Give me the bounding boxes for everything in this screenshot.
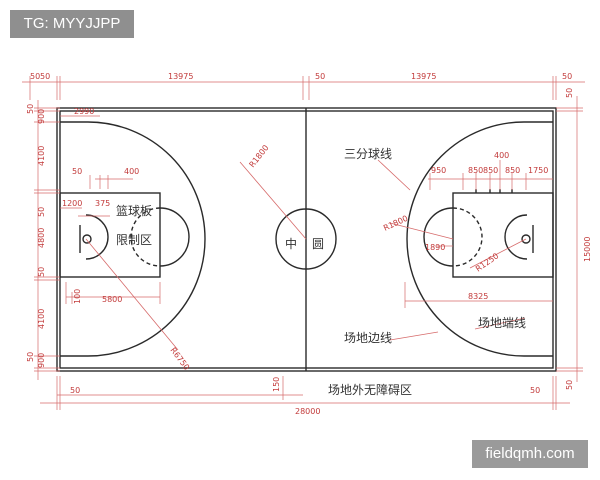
restricted-area-left	[59, 192, 161, 278]
left-vertical-labels: 50 900 4100 50 4800 50 4100 900 50	[26, 104, 46, 368]
dim-lane-400: 400	[494, 151, 509, 160]
dim-top-half-left: 13975	[168, 72, 193, 81]
dim-hash-375: 375	[95, 199, 110, 208]
top-dimension-line	[22, 76, 585, 100]
dim-top-half-right: 13975	[411, 72, 436, 81]
dim-left-v-50-top: 50	[26, 104, 35, 114]
dim-left-v-50-mid2: 50	[37, 267, 46, 277]
dim-top-left-margin-a: 50	[30, 72, 40, 81]
dim-lane-1750: 1750	[528, 166, 548, 175]
dim-ft-1890: 1890	[425, 243, 445, 252]
center-radius-leader	[239, 161, 307, 240]
dim-bottom-right-50: 50	[530, 386, 540, 395]
dim-backboard-offset: 1200	[62, 199, 82, 208]
dim-left-v-4100-top: 4100	[37, 146, 46, 166]
dim-right-bottom-margin: 50	[565, 380, 574, 390]
dim-lane-gap: 100	[73, 289, 82, 304]
dim-top-left-margin-b: 50	[40, 72, 50, 81]
free-throw-circle-right-dashed	[452, 207, 483, 267]
bottom-dimension-line	[40, 376, 570, 410]
right-dimension-line	[556, 96, 583, 382]
dim-left-v-50-mid1: 50	[37, 207, 46, 217]
dim-circle-r1800: R1800	[382, 214, 409, 233]
dim-three-pt-right-950: 950	[431, 166, 446, 175]
dim-left-v-4100-bottom: 4100	[37, 309, 46, 329]
dim-top-right-margin: 50	[562, 72, 572, 81]
center-circle	[275, 208, 337, 270]
dim-hash-50: 50	[72, 167, 82, 176]
label-center-left: 中	[285, 236, 297, 251]
three-point-line-left	[60, 121, 206, 357]
left-inner-dimensions	[60, 115, 179, 351]
dim-hash-400: 400	[124, 167, 139, 176]
dim-three-pt-8325: 8325	[468, 292, 488, 301]
dim-bottom-150: 150	[272, 377, 281, 392]
site-watermark: fieldqmh.com	[472, 440, 588, 468]
dim-lane-850b: 850	[483, 166, 498, 175]
restricted-area-right	[452, 192, 554, 278]
right-inner-dimensions	[377, 159, 553, 341]
dim-three-pt-offset: 2990	[74, 107, 94, 116]
label-backboard: 篮球板	[116, 203, 152, 218]
dim-right-total-width: 15000	[583, 237, 592, 262]
dim-right-top-margin: 50	[565, 88, 574, 98]
tg-watermark: TG: MYYJJPP	[10, 10, 134, 38]
label-sideline: 场地边线	[344, 331, 392, 345]
dim-ft-r1250: R1250	[474, 251, 500, 273]
dim-bottom-left-50: 50	[70, 386, 80, 395]
dim-center-line: 50	[315, 72, 325, 81]
dim-lane-length: 5800	[102, 295, 122, 304]
label-endline: 场地端线	[478, 316, 526, 330]
dim-lane-850a: 850	[468, 166, 483, 175]
three-point-line-right	[406, 121, 553, 357]
dim-left-v-900-top: 900	[37, 109, 46, 124]
dim-lane-850c: 850	[505, 166, 520, 175]
label-restricted-area: 限制区	[116, 233, 152, 247]
left-dimension-line	[34, 100, 60, 380]
free-throw-circle-right	[423, 207, 454, 267]
basket-left	[82, 234, 92, 244]
dim-left-v-4800: 4800	[37, 228, 46, 248]
free-throw-circle-left-dashed	[130, 207, 161, 267]
dim-left-v-900-bottom: 900	[37, 353, 46, 368]
dim-bottom-total-length: 28000	[295, 407, 320, 416]
basket-right	[521, 234, 531, 244]
label-center-right: 圆	[312, 237, 324, 251]
no-charge-arc-right	[504, 214, 528, 260]
label-three-point-line: 三分球线	[344, 147, 392, 161]
label-no-obstacle-zone: 场地外无障碍区	[328, 382, 412, 397]
dim-center-radius: R1800	[247, 143, 270, 169]
dim-left-v-50-bottom: 50	[26, 352, 35, 362]
no-charge-arc-left	[85, 214, 109, 260]
free-throw-circle-left	[159, 207, 190, 267]
